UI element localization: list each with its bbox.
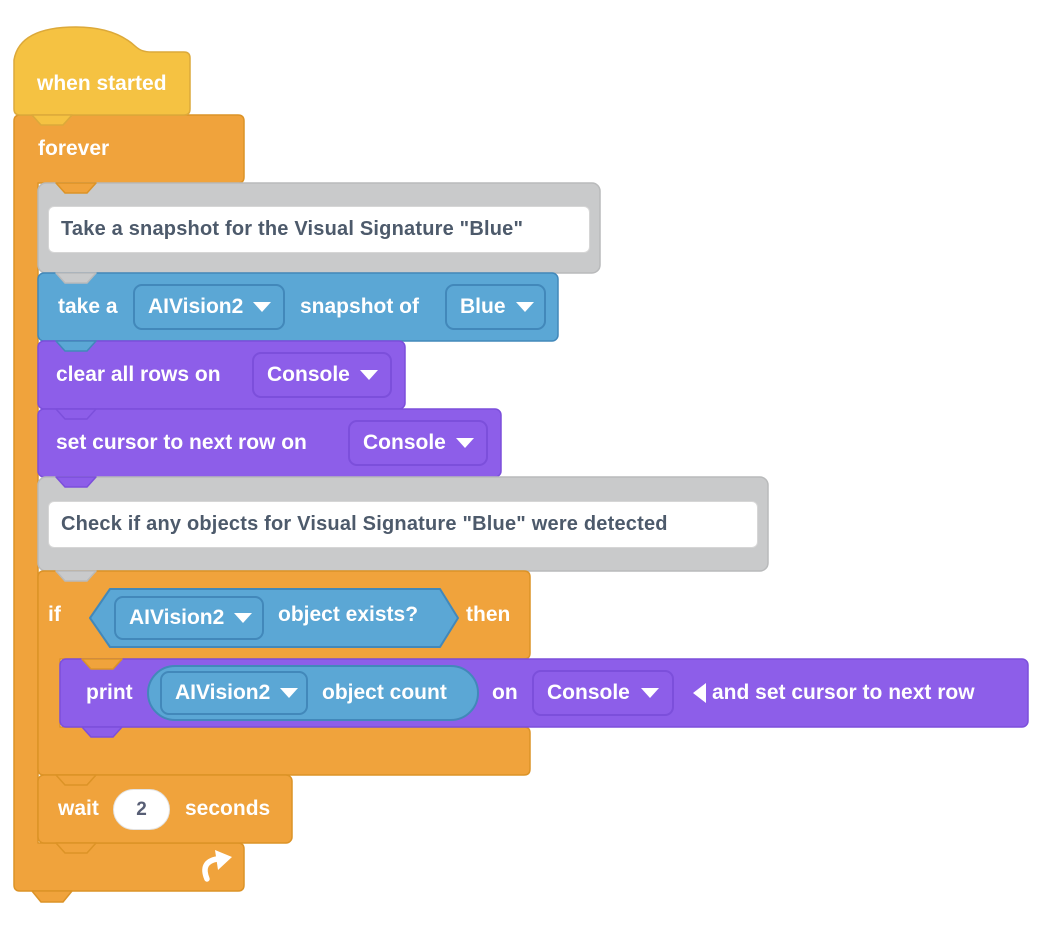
dropdown-arrow-icon: [455, 438, 474, 448]
signature-dropdown[interactable]: Blue: [445, 284, 546, 330]
print-console-dropdown[interactable]: Console: [532, 670, 674, 716]
dropdown-arrow-icon: [359, 370, 378, 380]
signature-dropdown-value: Blue: [460, 295, 506, 318]
console-dropdown-value: Console: [267, 363, 350, 386]
dropdown-arrow-icon: [234, 613, 253, 623]
comment-check-text: Check if any objects for Visual Signatur…: [61, 513, 668, 535]
wait-seconds-input[interactable]: 2: [113, 789, 170, 830]
dropdown-arrow-icon: [515, 302, 534, 312]
dropdown-arrow-icon: [253, 302, 272, 312]
object-exists-hexagon-shape[interactable]: [89, 588, 459, 648]
comment-check[interactable]: Check if any objects for Visual Signatur…: [48, 501, 758, 548]
clear-rows-console-dropdown[interactable]: Console: [252, 352, 392, 398]
dropdown-arrow-icon: [280, 688, 299, 698]
camera-dropdown[interactable]: AIVision2: [133, 284, 285, 330]
when-started-block-shape[interactable]: [13, 26, 191, 116]
collapse-left-icon[interactable]: [693, 683, 706, 703]
comment-snapshot-text: Take a snapshot for the Visual Signature…: [61, 218, 524, 240]
set-cursor-console-dropdown[interactable]: Console: [348, 420, 488, 466]
forever-block-shape[interactable]: [13, 114, 245, 892]
dropdown-arrow-icon: [641, 688, 659, 698]
camera-dropdown-value: AIVision2: [148, 295, 244, 318]
object-count-pill-shape[interactable]: [147, 665, 479, 721]
comment-snapshot[interactable]: Take a snapshot for the Visual Signature…: [48, 206, 590, 253]
console-dropdown-value: Console: [547, 681, 630, 704]
console-dropdown-value: Console: [363, 431, 446, 454]
camera-dropdown-value: AIVision2: [129, 606, 225, 629]
block-connector-bumps: [31, 114, 123, 903]
if-camera-dropdown[interactable]: AIVision2: [114, 596, 264, 640]
camera-dropdown-value: AIVision2: [175, 681, 271, 704]
print-camera-dropdown[interactable]: AIVision2: [160, 671, 308, 715]
